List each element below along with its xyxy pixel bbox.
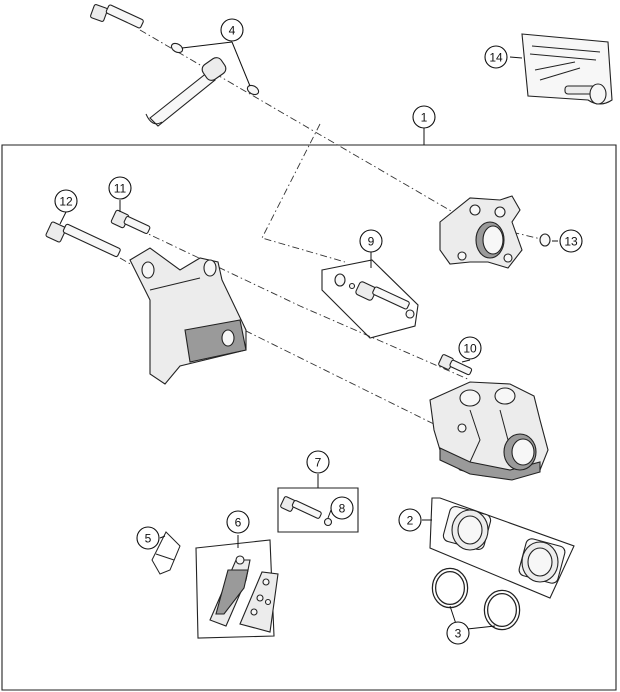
callout-label: 7: [315, 456, 322, 470]
callout-4: 4: [220, 18, 244, 42]
callout-label: 6: [235, 516, 242, 530]
callout-label: 5: [145, 532, 152, 546]
callout-12: 12: [54, 189, 78, 213]
grease-packet: [521, 33, 613, 105]
callout-label: 12: [59, 195, 73, 209]
callout-label: 10: [463, 342, 477, 356]
callout-13: 13: [559, 229, 583, 253]
callout-label: 8: [339, 502, 346, 516]
callout-label: 2: [407, 514, 414, 528]
callout-10: 10: [458, 336, 482, 360]
brake-pad-kit: [195, 539, 279, 639]
assembly-frame: [1, 144, 617, 691]
callout-6: 6: [226, 510, 250, 534]
guide-pin-kit: [321, 259, 419, 339]
callout-9: 9: [359, 229, 383, 253]
callout-label: 13: [564, 235, 578, 249]
callout-label: 14: [489, 51, 503, 65]
callout-5: 5: [136, 526, 160, 550]
callout-11: 11: [108, 176, 132, 200]
callout-1: 1: [412, 105, 436, 129]
callout-14: 14: [484, 45, 508, 69]
caliper-bracket: [129, 247, 247, 385]
piston-seal-rings: [431, 567, 521, 631]
bracket-bolts: [45, 209, 151, 258]
callout-8: 8: [330, 496, 354, 520]
bleeder-screw-kit: [277, 487, 359, 533]
callout-3: 3: [446, 621, 470, 645]
callout-label: 1: [421, 111, 428, 125]
pad-spring: [151, 531, 181, 575]
callout-label: 11: [114, 182, 127, 196]
callout-7: 7: [306, 450, 330, 474]
callout-2: 2: [398, 508, 422, 532]
piston-kit: [429, 497, 575, 599]
brake-caliper-body: [429, 381, 549, 481]
caliper-support: [439, 195, 551, 269]
callout-label: 3: [455, 627, 462, 641]
axle-pin-assembly: [90, 4, 260, 127]
callout-label: 9: [368, 235, 375, 249]
callout-label: 4: [229, 24, 236, 38]
bleeder-bolt: [438, 354, 473, 376]
